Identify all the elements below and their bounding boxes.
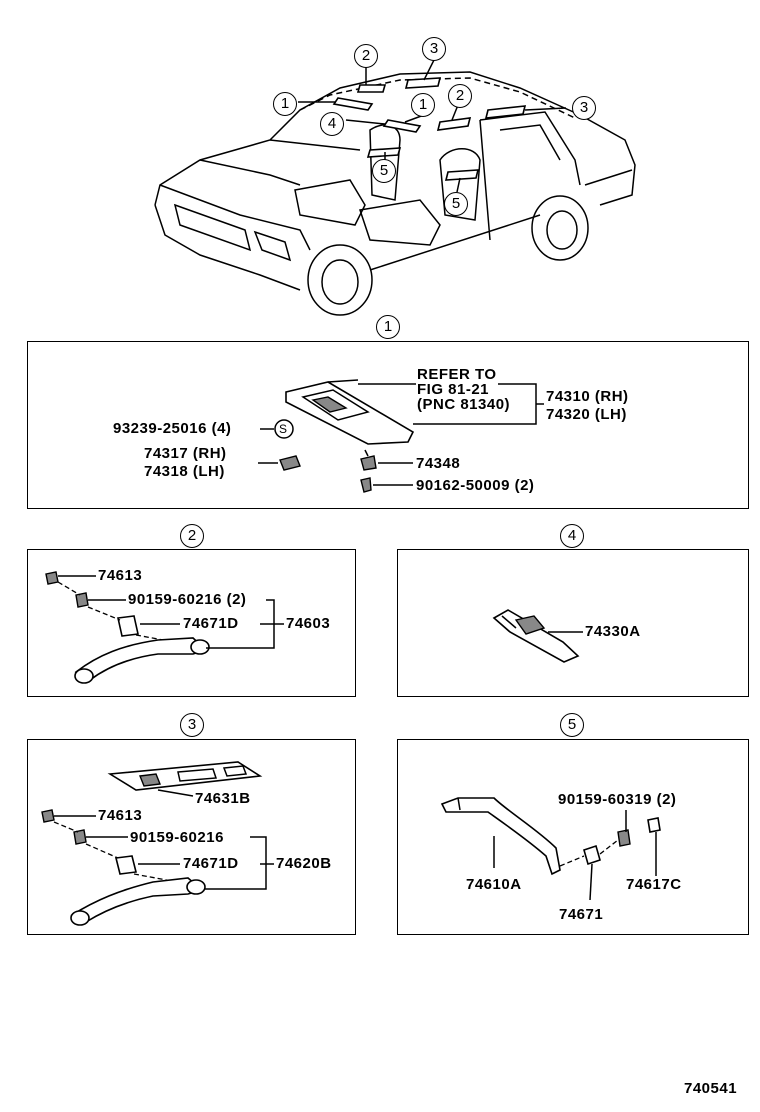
callout-3-right: 3 [572,96,596,120]
part-93239: 93239-25016 (4) [113,420,232,437]
part-74320: 74320 (LH) [546,406,627,423]
panel5-drawing [440,797,661,901]
fig-ref-label: FIG 81-21 [417,381,490,398]
panel4-drawing [492,609,583,663]
panel2-number: 2 [180,524,204,548]
part-74317: 74317 (RH) [144,445,227,462]
part-74613: 74613 [98,807,143,824]
part-74631B: 74631B [195,790,251,807]
callout-5-rear: 5 [444,192,468,216]
panel4-number: 4 [560,524,584,548]
callout-2-mid: 2 [448,84,472,108]
callout-3-top: 3 [422,37,446,61]
refer-to-label: REFER TO [417,366,497,383]
s-mark: S [279,422,288,436]
panel5-number: 5 [560,713,584,737]
part-90159-60319: 90159-60319 (2) [558,791,677,808]
part-74671D: 74671D [183,615,239,632]
part-74310: 74310 (RH) [546,388,629,405]
panel-2-assist-grip: 74613 90159-60216 (2) 74671D 74603 [27,549,356,697]
part-74348: 74348 [416,455,461,472]
part-74330A: 74330A [585,623,641,640]
part-90159-60216: 90159-60216 [130,829,224,846]
part-74318: 74318 (LH) [144,463,225,480]
panel-4-holder: 74330A [397,549,749,697]
panel3-drawing [41,761,274,926]
panel3-number: 3 [180,713,204,737]
part-74613: 74613 [98,567,143,584]
part-74671D: 74671D [183,855,239,872]
figure-code: 740541 [684,1080,738,1097]
part-90159-60216: 90159-60216 (2) [128,591,247,608]
vehicle-illustration [154,59,636,316]
panel-3-assist-grip: 74631B 74613 90159-60216 74671D 74620B [27,739,356,935]
panel-5-grip-bracket: 90159-60319 (2) 74610A 74671 74617C [397,739,749,935]
callout-5-front: 5 [372,159,396,183]
part-74610A: 74610A [466,876,522,893]
panel-1-sun-visor: REFER TO FIG 81-21 (PNC 81340) 74310 (RH… [27,341,749,509]
panel2-drawing [45,571,284,684]
panel1-drawing [258,379,544,493]
callout-2-top: 2 [354,44,378,68]
part-74603: 74603 [286,615,331,632]
pnc-ref-label: (PNC 81340) [417,396,511,413]
callout-1-mid: 1 [411,93,435,117]
part-74617C: 74617C [626,876,682,893]
part-74620B: 74620B [276,855,332,872]
callout-4: 4 [320,112,344,136]
callout-1-left: 1 [273,92,297,116]
part-90162: 90162-50009 (2) [416,477,535,494]
panel1-number: 1 [376,315,400,339]
part-74671: 74671 [559,906,604,923]
